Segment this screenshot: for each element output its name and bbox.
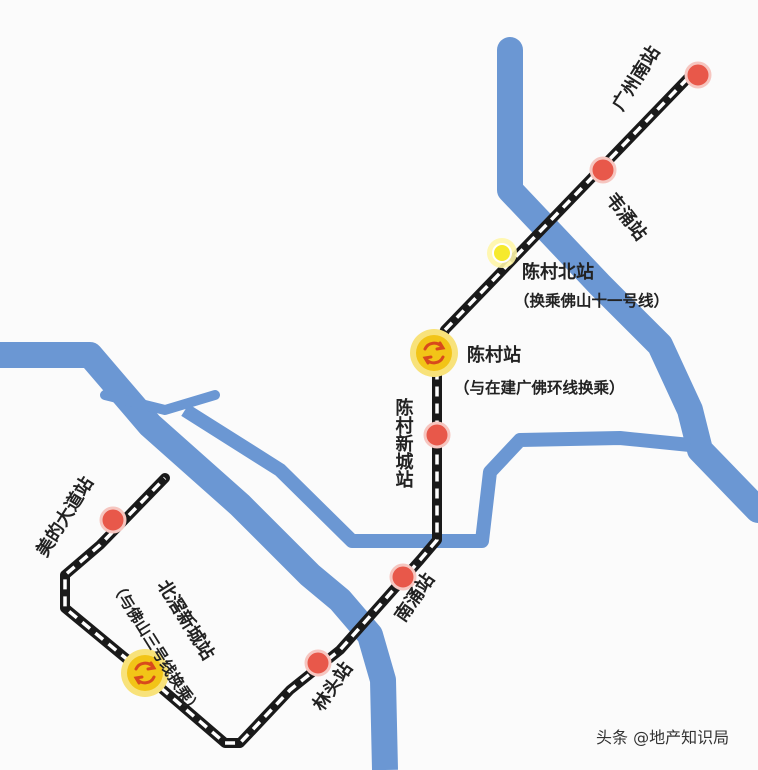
rivers [0, 37, 758, 770]
station-chencun-new-city[interactable] [423, 421, 451, 449]
river-east [497, 37, 758, 523]
station-nanyong[interactable] [389, 563, 417, 591]
station-chencun[interactable] [410, 329, 458, 377]
label-chencun-north: 陈村北站 [522, 261, 594, 283]
label-chencun-new-city: 陈村新城站 [393, 397, 414, 489]
station-dot-icon [389, 563, 417, 591]
label-chencun: 陈村站 [467, 344, 521, 366]
station-weiyong[interactable] [589, 156, 617, 184]
label-beijiao-new-city-note: （与佛山三号线换乘） [107, 577, 205, 719]
interchange-disc [416, 335, 452, 371]
station-dot-icon [99, 506, 127, 534]
metro-line-dashes [63, 76, 690, 745]
station-lintou[interactable] [304, 649, 332, 677]
river-west [0, 342, 398, 770]
river-branch [181, 404, 691, 548]
label-guangzhou-south: 广州南站 [608, 42, 665, 115]
station-dot-icon [684, 61, 712, 89]
label-midea-avenue: 美的大道站 [32, 473, 98, 561]
station-midea-avenue[interactable] [99, 506, 127, 534]
station-dot-icon [492, 243, 512, 263]
watermark: 头条 @地产知识局 [596, 728, 729, 747]
interchange-arrows-icon [422, 341, 446, 365]
label-weiyong: 韦涌站 [601, 189, 652, 245]
river-branch-north [100, 390, 220, 415]
metro-line [60, 73, 693, 748]
station-chencun-north[interactable] [487, 238, 517, 268]
interchange-disc [127, 655, 163, 691]
station-beijiao-new-city[interactable] [121, 649, 169, 697]
label-chencun-note: （与在建广佛环线换乘） [454, 378, 625, 397]
station-dot-icon [589, 156, 617, 184]
label-chencun-north-note: （换乘佛山十一号线） [514, 291, 669, 310]
station-dot-icon [304, 649, 332, 677]
interchange-arrows-icon [133, 661, 157, 685]
station-dot-icon [423, 421, 451, 449]
station-guangzhou-south[interactable] [684, 61, 712, 89]
